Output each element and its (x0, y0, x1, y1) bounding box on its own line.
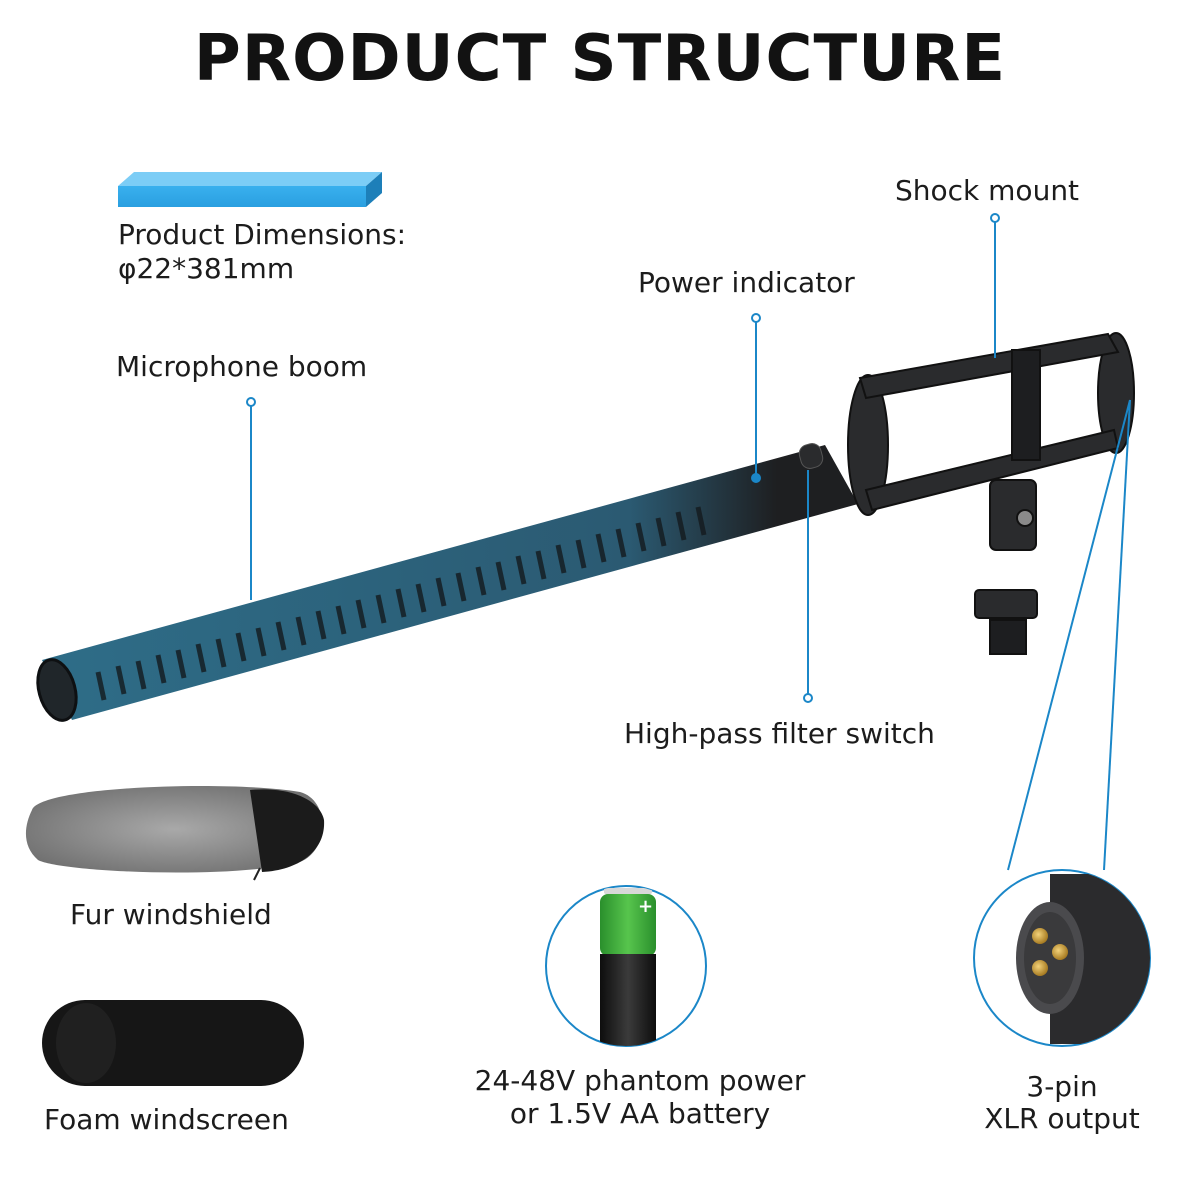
foam-windscreen-label: Foam windscreen (44, 1103, 289, 1136)
dimension-swatch-icon (118, 172, 382, 207)
callout-shock-mount: Shock mount (895, 174, 1080, 207)
dimensions-label: Product Dimensions: (118, 218, 407, 251)
dimensions-value: φ22*381mm (118, 252, 295, 285)
xlr-label-line2: XLR output (984, 1102, 1140, 1135)
power-label-line1: 24-48V phantom power (474, 1064, 806, 1097)
microphone-body (36, 443, 858, 722)
page-title: PRODUCT STRUCTURE (193, 22, 1007, 96)
foam-windscreen-image (42, 1000, 304, 1086)
xlr-connector-image (973, 869, 1151, 1047)
callout-microphone-boom: Microphone boom (116, 350, 368, 383)
xlr-label-line1: 3-pin (1026, 1070, 1098, 1103)
callout-power-indicator: Power indicator (638, 266, 855, 299)
battery-image: + (545, 885, 707, 1047)
svg-text:+: + (638, 896, 653, 917)
fur-windshield-image (25, 786, 325, 881)
callout-lines (246, 213, 1131, 871)
callout-high-pass-switch: High-pass filter switch (624, 717, 935, 750)
grille-slots (95, 506, 707, 701)
fur-windshield-label: Fur windshield (70, 898, 272, 931)
power-label-line2: or 1.5V AA battery (509, 1097, 771, 1130)
shock-mount (847, 332, 1135, 655)
high-pass-switch (798, 443, 824, 469)
